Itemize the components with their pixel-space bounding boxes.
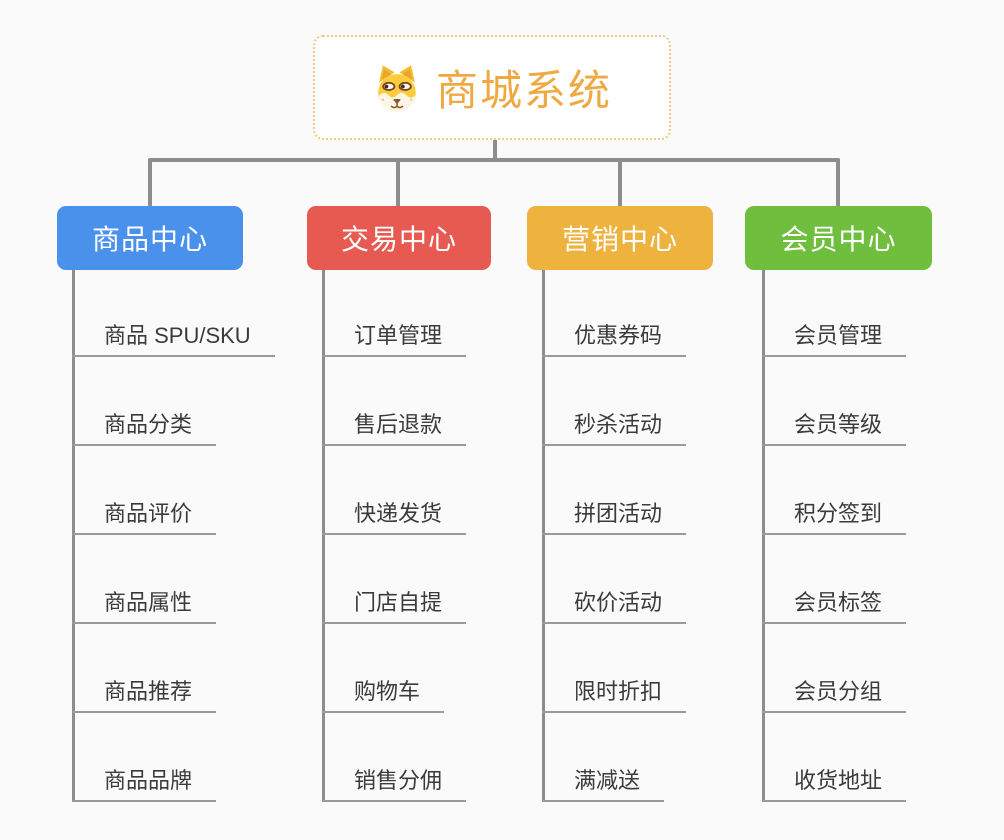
leaf-product-brand[interactable]: 商品品牌: [72, 766, 217, 802]
leaf-express-delivery[interactable]: 快递发货: [322, 499, 467, 535]
leaf-member-level[interactable]: 会员等级: [762, 410, 907, 446]
leaf-order-management[interactable]: 订单管理: [322, 321, 467, 357]
leaf-points-checkin[interactable]: 积分签到: [762, 499, 907, 535]
leaf-limited-discount[interactable]: 限时折扣: [542, 677, 687, 713]
branch-column-product: 商品 SPU/SKU 商品分类 商品评价 商品属性 商品推荐 商品品牌: [72, 270, 322, 802]
leaf-group-buy[interactable]: 拼团活动: [542, 499, 687, 535]
branch-product-center[interactable]: 商品中心: [57, 206, 243, 270]
root-topic[interactable]: 商城系统: [313, 35, 671, 140]
branch-member-center[interactable]: 会员中心: [745, 206, 932, 270]
leaf-member-tag[interactable]: 会员标签: [762, 588, 907, 624]
leaf-product-spu-sku[interactable]: 商品 SPU/SKU: [72, 321, 275, 357]
leaf-product-attribute[interactable]: 商品属性: [72, 588, 217, 624]
leaf-bargain[interactable]: 砍价活动: [542, 588, 687, 624]
connector-root-stem: [493, 140, 497, 162]
leaf-shopping-cart[interactable]: 购物车: [322, 677, 445, 713]
connector-drop-member: [836, 158, 840, 207]
connector-trunk-marketing: [542, 270, 545, 801]
leaf-coupon-code[interactable]: 优惠券码: [542, 321, 687, 357]
leaf-sales-commission[interactable]: 销售分佣: [322, 766, 467, 802]
connector-drop-product: [148, 158, 152, 207]
branch-column-marketing: 优惠券码 秒杀活动 拼团活动 砍价活动 限时折扣 满减送: [542, 270, 792, 802]
connector-drop-marketing: [618, 158, 622, 207]
connector-trunk-product: [72, 270, 75, 801]
connector-trunk-trade: [322, 270, 325, 801]
leaf-product-review[interactable]: 商品评价: [72, 499, 217, 535]
leaf-product-category[interactable]: 商品分类: [72, 410, 217, 446]
leaf-member-group[interactable]: 会员分组: [762, 677, 907, 713]
dog-face-icon: [378, 64, 416, 112]
connector-drop-trade: [396, 158, 400, 207]
branch-marketing-center[interactable]: 营销中心: [527, 206, 713, 270]
connector-trunk-member: [762, 270, 765, 801]
leaf-after-sale-refund[interactable]: 售后退款: [322, 410, 467, 446]
leaf-store-pickup[interactable]: 门店自提: [322, 588, 467, 624]
leaf-full-reduction[interactable]: 满减送: [542, 766, 665, 802]
leaf-flash-sale[interactable]: 秒杀活动: [542, 410, 687, 446]
branch-column-trade: 订单管理 售后退款 快递发货 门店自提 购物车 销售分佣: [322, 270, 572, 802]
branch-trade-center[interactable]: 交易中心: [307, 206, 491, 270]
connector-bus: [148, 158, 840, 162]
leaf-shipping-address[interactable]: 收货地址: [762, 766, 907, 802]
root-title: 商城系统: [435, 67, 612, 114]
leaf-product-recommend[interactable]: 商品推荐: [72, 677, 217, 713]
branch-column-member: 会员管理 会员等级 积分签到 会员标签 会员分组 收货地址: [762, 270, 1004, 802]
leaf-member-management[interactable]: 会员管理: [762, 321, 907, 357]
